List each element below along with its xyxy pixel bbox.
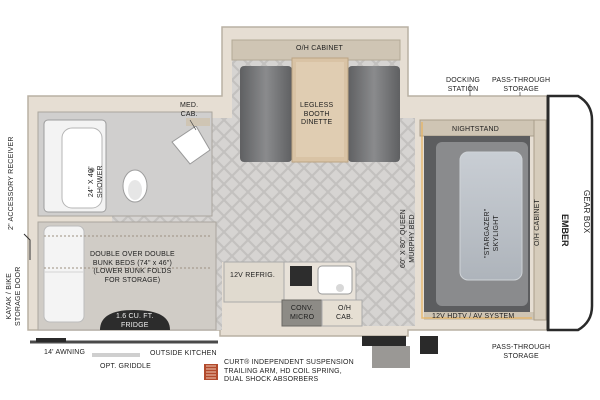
fridge-label: 1.6 CU. FT. FRIDGE [116, 313, 154, 329]
suspension-label: CURT® INDEPENDENT SUSPENSION TRAILING AR… [224, 359, 354, 383]
entry-step [362, 336, 438, 368]
bunk-beds-label: DOUBLE OVER DOUBLE BUNK BEDS (74" x 46")… [90, 251, 175, 284]
kitchen [223, 261, 363, 327]
shower-label: 24" X 40" SHOWER [88, 165, 104, 198]
bathroom [37, 111, 213, 217]
hdtv-label: 12V HDTV / AV SYSTEM [432, 313, 515, 320]
awning-label: 14' AWNING [44, 349, 86, 356]
dinette-label: LEGLESS BOOTH DINETTE [300, 102, 334, 126]
murphy-bed-label: 60" X 80" QUEEN MURPHY BED [400, 209, 416, 268]
pass-through-storage-bottom-label: PASS-THROUGH STORAGE [492, 344, 551, 360]
griddle-label: OPT. GRIDDLE [100, 363, 152, 370]
pass-through-storage-top-label: PASS-THROUGH STORAGE [492, 77, 551, 93]
nightstand-label: NIGHTSTAND [452, 126, 499, 133]
kayak-door-label: KAYAK / BIKE STORAGE DOOR [6, 266, 22, 326]
gear-box-label: GEAR BOX [582, 190, 591, 234]
overhead-cabinet-right-label: O/H CABINET [534, 199, 541, 246]
brand-mark: EMBER [560, 214, 570, 247]
refrigerator-label: 12V REFRIG. [230, 272, 275, 279]
exterior-features [23, 233, 218, 357]
outside-kitchen-label: OUTSIDE KITCHEN [150, 350, 217, 357]
microwave-label: CONV. MICRO [290, 305, 315, 321]
kitchen-cabinet-label: O/H CAB. [336, 305, 354, 321]
docking-station-label: DOCKING STATION [446, 77, 481, 93]
medicine-cabinet-label: MED. CAB. [180, 102, 199, 118]
bunk-room [37, 221, 217, 331]
skylight-label: "STARGAZER" SKYLIGHT [484, 208, 500, 258]
accessory-receiver-label: 2" ACCESSORY RECEIVER [8, 136, 15, 230]
suspension-icon [204, 364, 218, 380]
overhead-cabinet-top-label: O/H CABINET [296, 45, 343, 52]
leader-lines [189, 84, 521, 131]
bedroom [419, 119, 547, 321]
dinette-benches [240, 57, 400, 163]
